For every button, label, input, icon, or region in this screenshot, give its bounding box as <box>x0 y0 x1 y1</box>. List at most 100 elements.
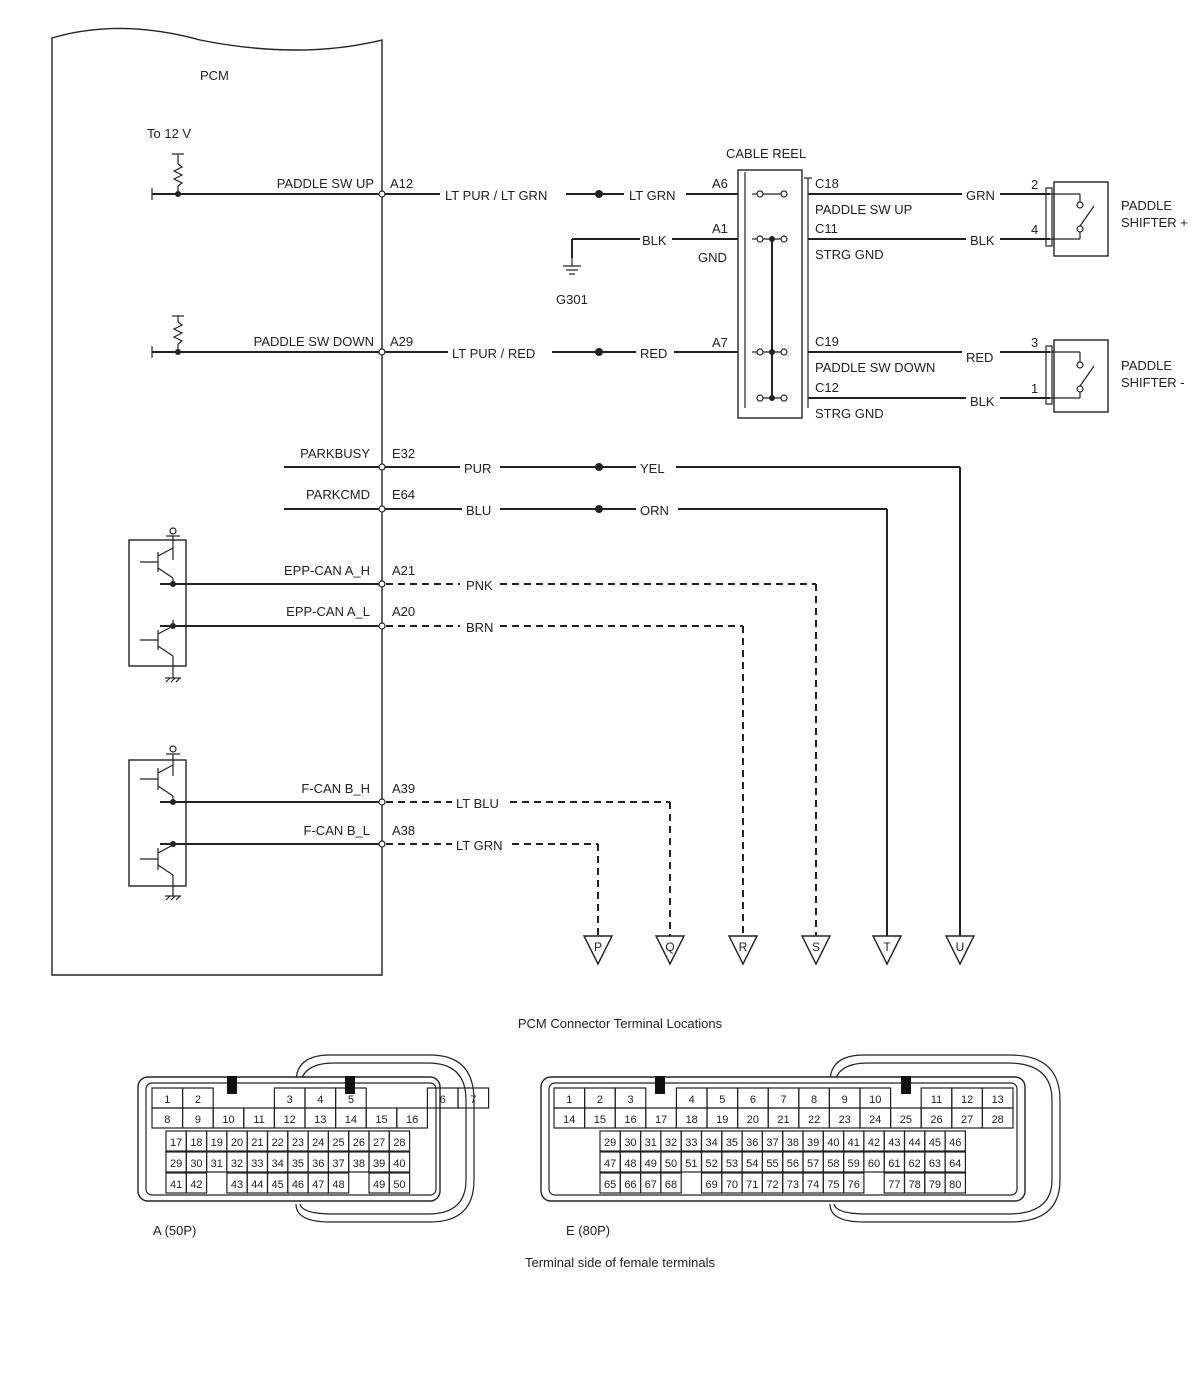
paddle-shifter-minus <box>1045 339 1109 413</box>
terminal-number: 49 <box>645 1158 657 1170</box>
terminal-number: 24 <box>869 1114 881 1126</box>
reel-pin-c12: C12 <box>815 380 839 395</box>
terminal-number: 39 <box>807 1137 819 1149</box>
pcm-label-parkbusy: PARKBUSY <box>300 446 370 461</box>
terminal-number: 9 <box>842 1094 848 1106</box>
terminal-number: 33 <box>251 1158 263 1170</box>
terminal-number: 5 <box>719 1094 725 1106</box>
terminal-number: 21 <box>777 1114 789 1126</box>
pin-a29: A29 <box>390 334 413 349</box>
terminal-number: 39 <box>373 1158 385 1170</box>
terminal-number: 38 <box>787 1137 799 1149</box>
terminal-number: 4 <box>689 1094 695 1106</box>
cable-reel-title: CABLE REEL <box>726 146 806 161</box>
terminal-number: 23 <box>292 1137 304 1149</box>
pcm-label-epp-h: EPP-CAN A_H <box>284 563 370 578</box>
terminal-number: 2 <box>597 1094 603 1106</box>
terminal-number: 48 <box>332 1179 344 1191</box>
terminal-number: 64 <box>949 1158 961 1170</box>
terminal-number: 80 <box>949 1179 961 1191</box>
terminal-number: 78 <box>909 1179 921 1191</box>
terminal-cell <box>842 1172 865 1194</box>
terminal-number: 32 <box>665 1137 677 1149</box>
connector-footer: Terminal side of female terminals <box>525 1255 716 1270</box>
terminal-number: 65 <box>604 1179 616 1191</box>
ground-symbol <box>563 258 581 275</box>
terminal-number: 74 <box>807 1179 819 1191</box>
sw-pin-4: 4 <box>1031 222 1038 237</box>
pullup-resistor-up <box>172 153 184 197</box>
terminal-number: 4 <box>317 1094 323 1106</box>
terminal-number: 26 <box>930 1114 942 1126</box>
terminal-number: 44 <box>909 1137 921 1149</box>
terminal-number: 11 <box>253 1114 264 1126</box>
terminal-number: 77 <box>888 1179 900 1191</box>
reel-pin-a7: A7 <box>712 335 728 350</box>
paddle-minus-line2: SHIFTER - <box>1121 375 1185 390</box>
pcm-label-fcan-l: F-CAN B_L <box>304 823 370 838</box>
terminal-number: 42 <box>190 1179 202 1191</box>
terminal-number: 14 <box>563 1114 575 1126</box>
terminal-number: 8 <box>164 1114 170 1126</box>
terminal-cell <box>185 1172 208 1194</box>
dest-u: U <box>944 935 976 966</box>
terminal-number: 41 <box>170 1179 182 1191</box>
terminal-number: 6 <box>750 1094 756 1106</box>
reel-pin-c11: C11 <box>815 221 838 236</box>
reel-label-strg-gnd-2: STRG GND <box>815 406 884 421</box>
terminal-number: 47 <box>604 1158 616 1170</box>
pcm-label-fcan-h: F-CAN B_H <box>301 781 370 796</box>
terminal-number: 40 <box>393 1158 405 1170</box>
pin-a21: A21 <box>392 563 415 578</box>
terminal-number: 2 <box>195 1094 201 1106</box>
terminal-number: 60 <box>868 1158 880 1170</box>
terminal-number: 1 <box>566 1094 572 1106</box>
terminal-number: 41 <box>848 1137 860 1149</box>
connector-e-housing <box>540 1054 1061 1223</box>
terminal-number: 43 <box>888 1137 900 1149</box>
terminal-number: 61 <box>888 1158 900 1170</box>
reel-label-strg-gnd-1: STRG GND <box>815 247 884 262</box>
terminal-number: 38 <box>353 1158 365 1170</box>
terminal-number: 1 <box>164 1094 170 1106</box>
paddle-plus-line1: PADDLE <box>1121 198 1172 213</box>
terminal-number: 5 <box>348 1094 354 1106</box>
terminal-number: 47 <box>312 1179 324 1191</box>
pcm-box <box>51 27 383 976</box>
terminal-number: 76 <box>848 1179 860 1191</box>
terminal-number: 66 <box>624 1179 636 1191</box>
terminal-cell <box>944 1151 966 1173</box>
terminal-number: 13 <box>314 1114 326 1126</box>
terminal-number: 26 <box>353 1137 365 1149</box>
terminal-cell <box>388 1130 411 1152</box>
terminal-number: 19 <box>716 1114 728 1126</box>
pcm-label-paddle-down: PADDLE SW DOWN <box>254 334 374 349</box>
supply-label: To 12 V <box>147 126 191 141</box>
connector-a-label: A (50P) <box>153 1223 196 1238</box>
terminal-number: 53 <box>726 1158 738 1170</box>
terminal-number: 27 <box>961 1114 973 1126</box>
terminal-number: 51 <box>685 1158 697 1170</box>
sw-pin-1: 1 <box>1031 381 1038 396</box>
wire-label-blk-gnd: BLK <box>642 233 667 248</box>
terminal-number: 17 <box>655 1114 667 1126</box>
terminal-number: 25 <box>900 1114 912 1126</box>
wire-label-paddle-up-left: LT PUR / LT GRN <box>445 188 547 203</box>
terminal-number: 55 <box>766 1158 778 1170</box>
terminal-number: 71 <box>746 1179 758 1191</box>
terminal-number: 42 <box>868 1137 880 1149</box>
pcm-label-epp-l: EPP-CAN A_L <box>286 604 370 619</box>
terminal-number: 10 <box>869 1094 881 1106</box>
terminal-number: 18 <box>686 1114 698 1126</box>
wire-label-paddle-down-left: LT PUR / RED <box>452 346 535 361</box>
wire-label-brn: BRN <box>466 620 493 635</box>
terminal-number: 7 <box>780 1094 786 1106</box>
terminal-number: 50 <box>393 1179 405 1191</box>
reel-label-paddle-up: PADDLE SW UP <box>815 202 912 217</box>
terminal-number: 36 <box>746 1137 758 1149</box>
terminal-number: 43 <box>231 1179 243 1191</box>
reel-pin-a1: A1 <box>712 221 728 236</box>
terminal-number: 17 <box>170 1137 182 1149</box>
pin-a38: A38 <box>392 823 415 838</box>
